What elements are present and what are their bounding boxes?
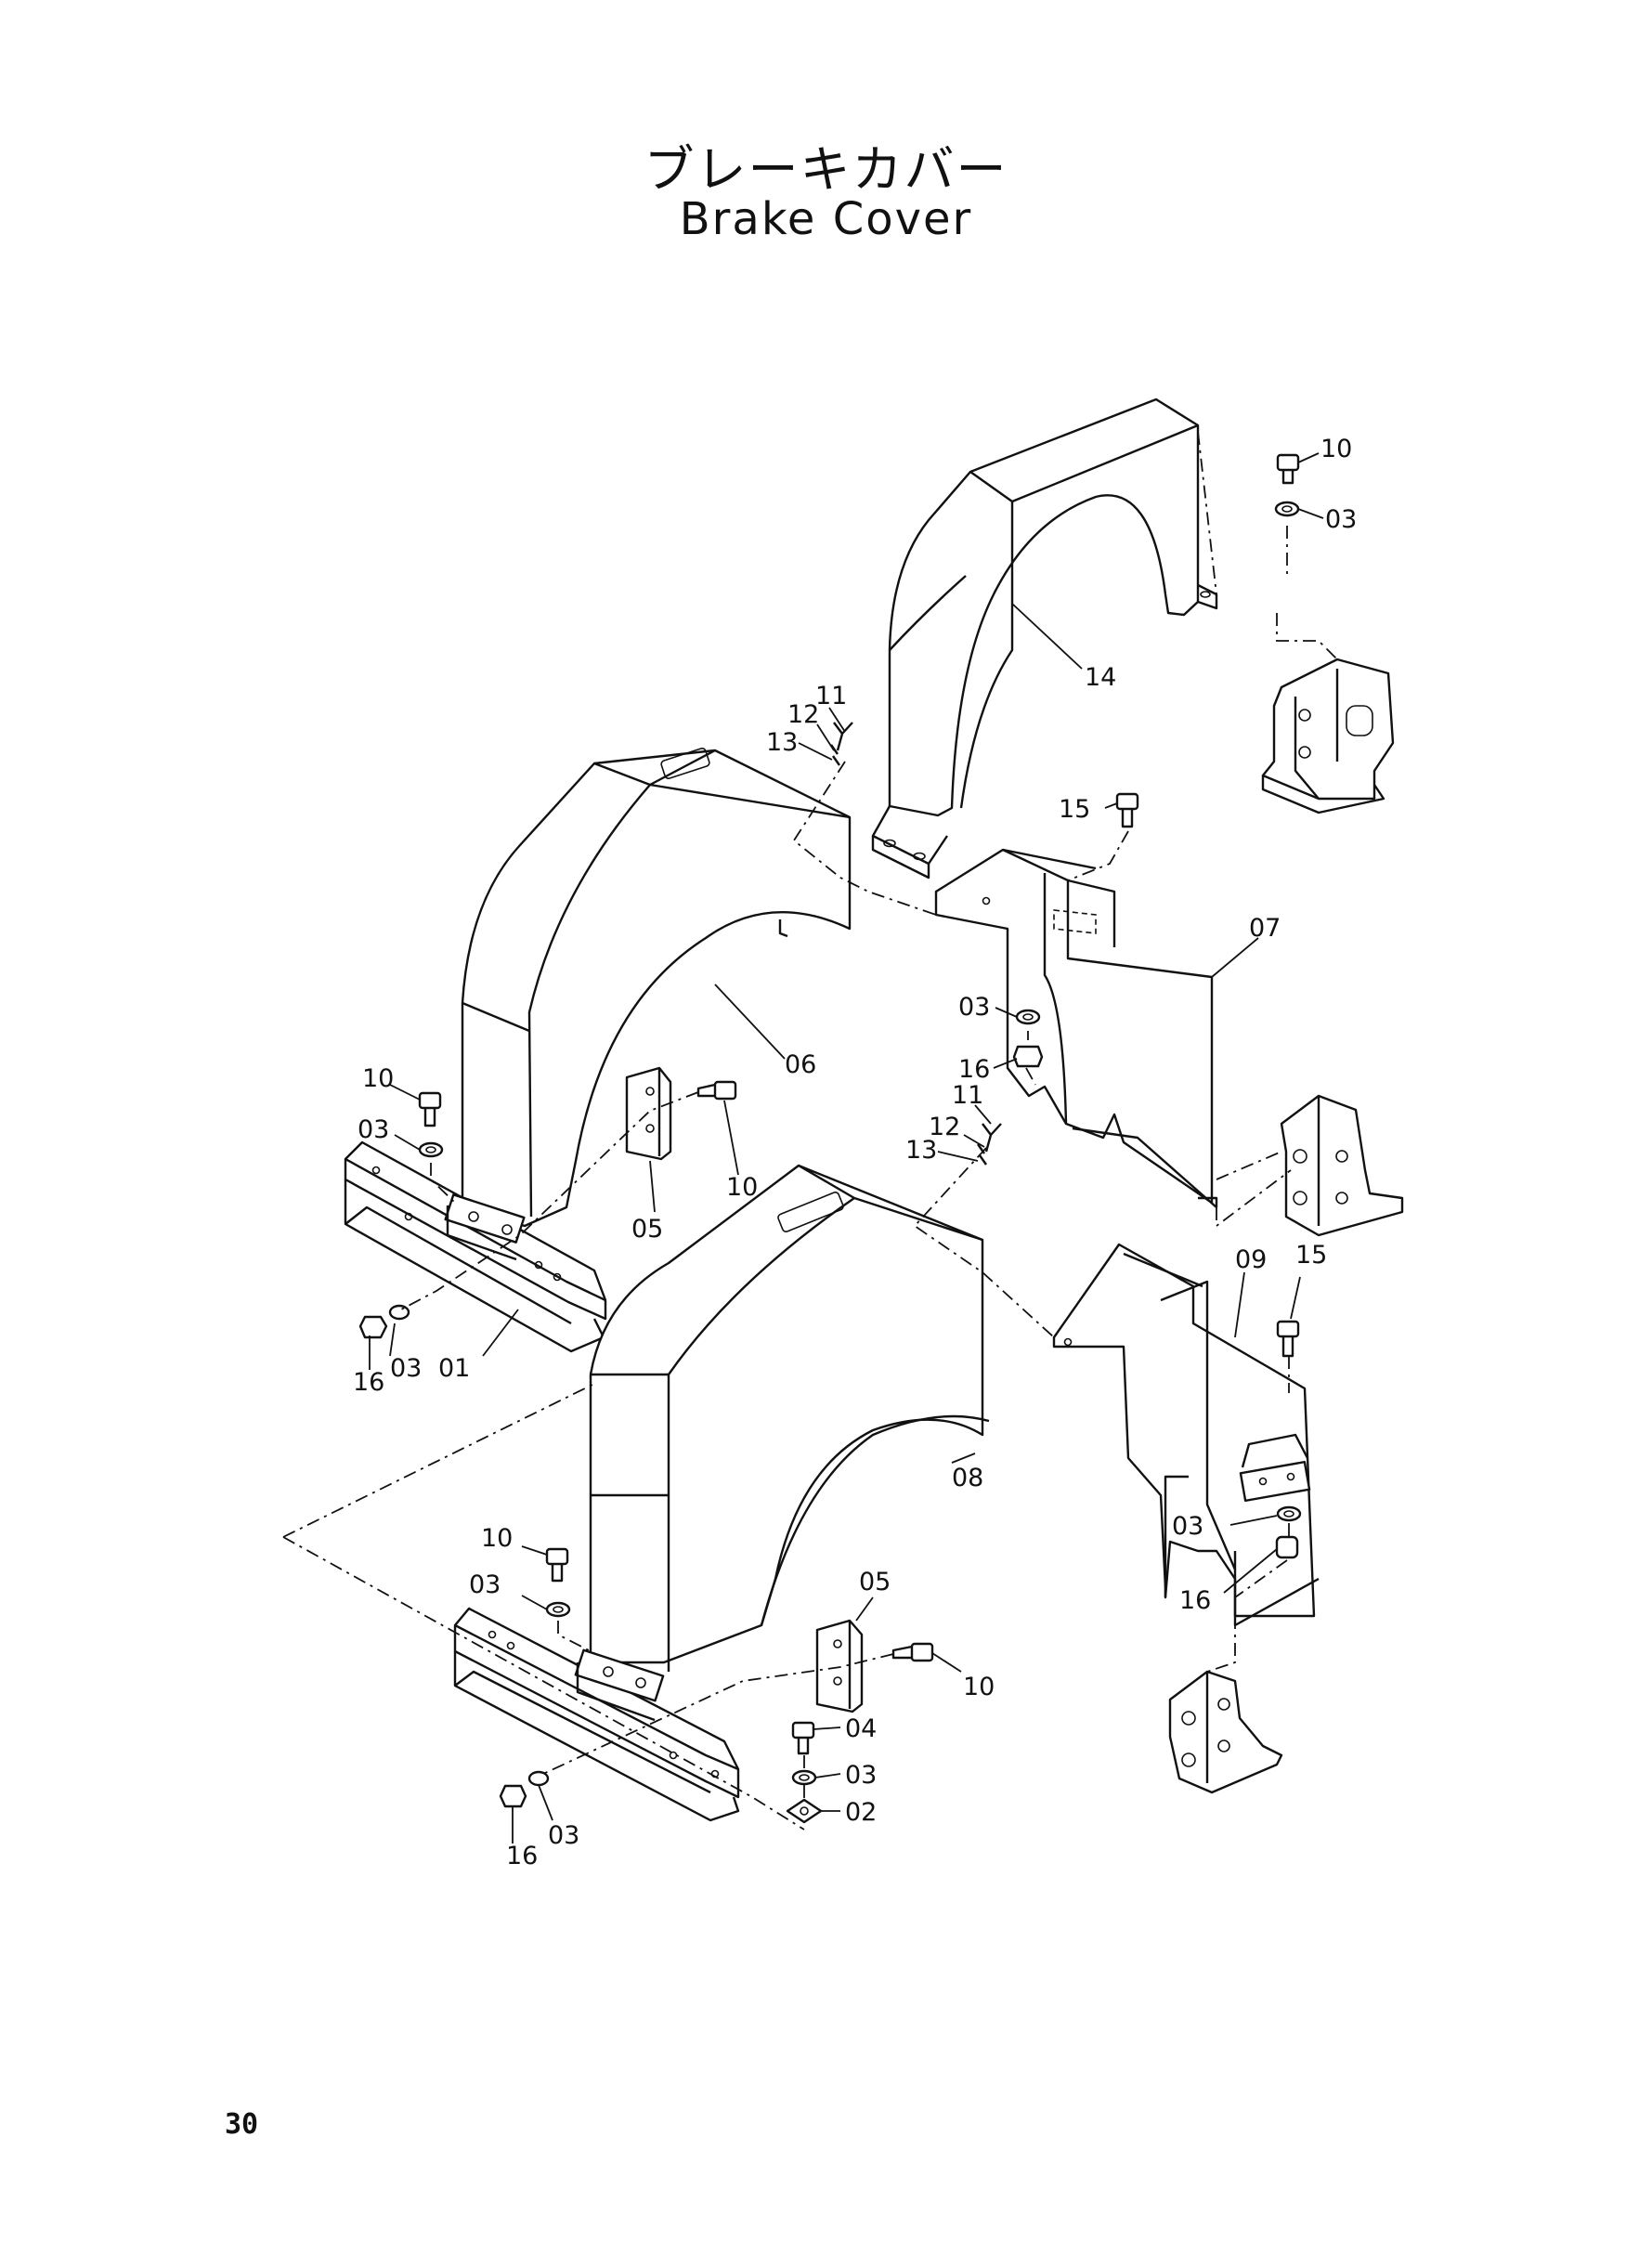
washer-03-left xyxy=(418,1141,444,1158)
nut-16-mid xyxy=(1012,1045,1044,1068)
title-japanese: ブレーキカバー xyxy=(644,140,1008,199)
bolt-10-left xyxy=(418,1091,442,1127)
part-06-front-arch-cover xyxy=(461,748,852,1228)
wingbolt-11-lower xyxy=(982,1123,1002,1153)
callout-label: 05 xyxy=(631,1215,663,1244)
callout-label: 08 xyxy=(952,1464,983,1492)
bolt-15-upper xyxy=(1115,792,1139,828)
callout-label: 12 xyxy=(929,1113,960,1141)
callout-label: 10 xyxy=(362,1064,394,1093)
fasteners xyxy=(358,453,1302,1824)
spring-12-13-lower xyxy=(977,1143,987,1166)
bolt-10-lower-left xyxy=(545,1547,569,1583)
callout-label: 13 xyxy=(766,728,798,757)
callout-label: 03 xyxy=(1325,505,1357,534)
callout-label: 02 xyxy=(845,1798,877,1827)
callout-label: 16 xyxy=(1179,1586,1211,1615)
callout-label: 03 xyxy=(548,1821,579,1850)
callout-label: 10 xyxy=(481,1524,513,1553)
callout-label: 10 xyxy=(1320,435,1352,463)
callout-label: 03 xyxy=(469,1570,501,1599)
callout-label: 03 xyxy=(358,1115,389,1144)
callout-label: 11 xyxy=(952,1081,983,1110)
callout-label: 13 xyxy=(905,1136,937,1165)
washer-03-lowleft xyxy=(388,1304,410,1321)
plate-02 xyxy=(786,1798,823,1824)
callout-label: 07 xyxy=(1249,914,1281,943)
assembly-lines xyxy=(282,431,1338,1831)
callout-label: 12 xyxy=(787,700,819,729)
callout-label: 14 xyxy=(1085,663,1116,692)
part-14-rear-arch-cover xyxy=(871,397,1218,879)
washer-03-bottom-left xyxy=(527,1770,550,1787)
callout-label: 10 xyxy=(963,1673,995,1701)
leader-lines xyxy=(369,452,1324,1844)
callout-label: 10 xyxy=(726,1173,758,1202)
washer-03-lower-left xyxy=(545,1601,571,1618)
part-05-bracket-lower xyxy=(815,1619,864,1713)
callout-label: 03 xyxy=(845,1761,877,1790)
mount-block-middle xyxy=(1280,1094,1404,1237)
callout-label: 16 xyxy=(506,1842,538,1870)
callout-label: 16 xyxy=(958,1055,990,1084)
title-english: Brake Cover xyxy=(679,193,973,245)
callout-label: 03 xyxy=(390,1354,422,1383)
callout-label: 01 xyxy=(438,1354,470,1383)
part-05-bracket-upper xyxy=(625,1066,672,1161)
washer-03-mid xyxy=(1015,1009,1041,1025)
bolt-10-top xyxy=(1276,453,1300,485)
callout-label: 04 xyxy=(845,1714,877,1743)
part-08-lower-arch-cover xyxy=(589,1164,990,1672)
nut-16-right xyxy=(1275,1535,1299,1559)
page-number: 30 xyxy=(225,2108,259,2141)
mount-block-lower xyxy=(1168,1670,1283,1794)
callout-label: 16 xyxy=(353,1368,384,1397)
callout-label: 09 xyxy=(1235,1245,1267,1274)
callout-labels: 10 03 14 11 12 13 15 07 03 16 06 10 03 1… xyxy=(353,435,1357,1870)
bolt-10-horizontal-lower xyxy=(891,1642,934,1662)
callout-label: 11 xyxy=(815,682,847,710)
callout-label: 15 xyxy=(1059,795,1090,824)
part-09-lower-side-plate xyxy=(1052,1243,1320,1627)
washer-03-top xyxy=(1274,501,1300,517)
part-01-upper-channel-bracket xyxy=(344,1140,607,1353)
callout-label: 03 xyxy=(1172,1512,1203,1541)
callout-label: 05 xyxy=(859,1568,891,1596)
callout-label: 06 xyxy=(785,1050,816,1079)
nut-16-bottom xyxy=(499,1784,527,1808)
wingbolt-11-upper xyxy=(833,722,853,751)
bolt-10-horizontal-upper xyxy=(696,1080,737,1101)
part-07-upper-side-plate xyxy=(934,848,1218,1208)
bolt-04 xyxy=(791,1721,815,1755)
bolt-15-lower xyxy=(1276,1320,1300,1358)
mount-block-upper xyxy=(1261,658,1395,814)
callout-label: 15 xyxy=(1295,1241,1327,1270)
nut-16-left xyxy=(358,1315,388,1339)
washer-03-right xyxy=(1276,1505,1302,1522)
washer-03-bottom xyxy=(791,1769,817,1786)
callout-label: 03 xyxy=(958,993,990,1022)
